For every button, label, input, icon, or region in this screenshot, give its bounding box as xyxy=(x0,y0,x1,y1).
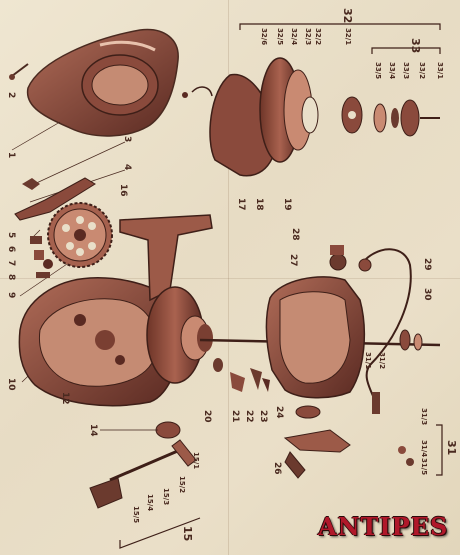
handle-part-15 xyxy=(89,421,197,509)
label-30: 30 xyxy=(422,288,432,301)
sublabel-33-5: 33/5 xyxy=(374,62,382,80)
label-29: 29 xyxy=(422,258,432,271)
sublabel-15-4: 15/4 xyxy=(146,494,154,512)
label-2: 2 xyxy=(6,92,16,99)
label-21: 21 xyxy=(230,410,240,423)
sublabel-31-3: 31/3 xyxy=(420,408,428,426)
brand-watermark: ANTIPES xyxy=(318,512,449,541)
cover-part-1 xyxy=(26,28,179,137)
label-19: 19 xyxy=(282,198,292,211)
label-22: 22 xyxy=(244,410,254,423)
label-4: 4 xyxy=(122,164,132,171)
sublabel-32-3: 32/3 xyxy=(304,28,312,46)
drive-gear-part-16 xyxy=(47,202,113,268)
label-12: 12 xyxy=(60,392,70,405)
bail-wire-part-29 xyxy=(358,248,412,414)
sublabel-33-4: 33/4 xyxy=(388,62,396,80)
sublabel-15-1: 15/1 xyxy=(192,452,200,470)
sublabel-15-2: 15/2 xyxy=(178,476,186,494)
label-33: 33 xyxy=(409,38,422,54)
lever-parts-3-4 xyxy=(14,177,96,221)
sublabel-32-6: 32/6 xyxy=(260,28,268,46)
label-5: 5 xyxy=(6,232,16,239)
sublabel-31-1: 31/1 xyxy=(364,352,372,370)
drag-knob-part-33 xyxy=(373,99,440,137)
label-23: 23 xyxy=(258,410,268,423)
sublabel-32-4: 32/4 xyxy=(290,28,298,46)
label-1: 1 xyxy=(6,152,16,159)
spool-housing-part-27-28 xyxy=(265,245,366,399)
sublabel-31-5: 31/5 xyxy=(420,458,428,476)
paper-fold-horizontal xyxy=(0,278,460,279)
sublabel-33-1: 33/1 xyxy=(436,62,444,80)
rotor-part-18-19 xyxy=(146,286,213,384)
label-32: 32 xyxy=(341,8,354,24)
group-brackets xyxy=(119,23,443,549)
sublabel-32-5: 32/5 xyxy=(276,28,284,46)
washers-part-30 xyxy=(399,329,423,351)
label-16: 16 xyxy=(118,184,128,197)
sublabel-33-3: 33/3 xyxy=(402,62,410,80)
small-parts-5-8 xyxy=(30,236,53,278)
label-20: 20 xyxy=(202,410,212,423)
spool-part-32 xyxy=(182,57,363,177)
label-18: 18 xyxy=(254,198,264,211)
sublabel-33-2: 33/2 xyxy=(418,62,426,80)
label-26: 26 xyxy=(272,462,282,475)
label-27: 27 xyxy=(288,254,298,267)
screw-part-2 xyxy=(9,63,29,80)
small-parts-20-23 xyxy=(213,358,270,392)
label-14: 14 xyxy=(88,424,98,437)
sublabel-15-3: 15/3 xyxy=(162,488,170,506)
sublabel-32-1: 32/1 xyxy=(344,28,352,46)
small-parts-24-26 xyxy=(283,405,414,479)
label-17: 17 xyxy=(236,198,246,211)
label-10: 10 xyxy=(6,378,16,391)
sublabel-31-2: 31/2 xyxy=(378,352,386,370)
label-28: 28 xyxy=(290,228,300,241)
paper-fold-vertical xyxy=(228,0,229,555)
label-3: 3 xyxy=(122,136,132,143)
sublabel-32-2: 32/2 xyxy=(314,28,322,46)
label-7: 7 xyxy=(6,260,16,267)
label-6: 6 xyxy=(6,246,16,253)
label-15: 15 xyxy=(181,526,194,542)
label-24: 24 xyxy=(274,406,284,419)
sublabel-15-5: 15/5 xyxy=(132,506,140,524)
sublabel-31-4: 31/4 xyxy=(420,440,428,458)
label-8: 8 xyxy=(6,274,16,281)
label-9: 9 xyxy=(6,292,16,299)
label-31: 31 xyxy=(445,440,458,456)
